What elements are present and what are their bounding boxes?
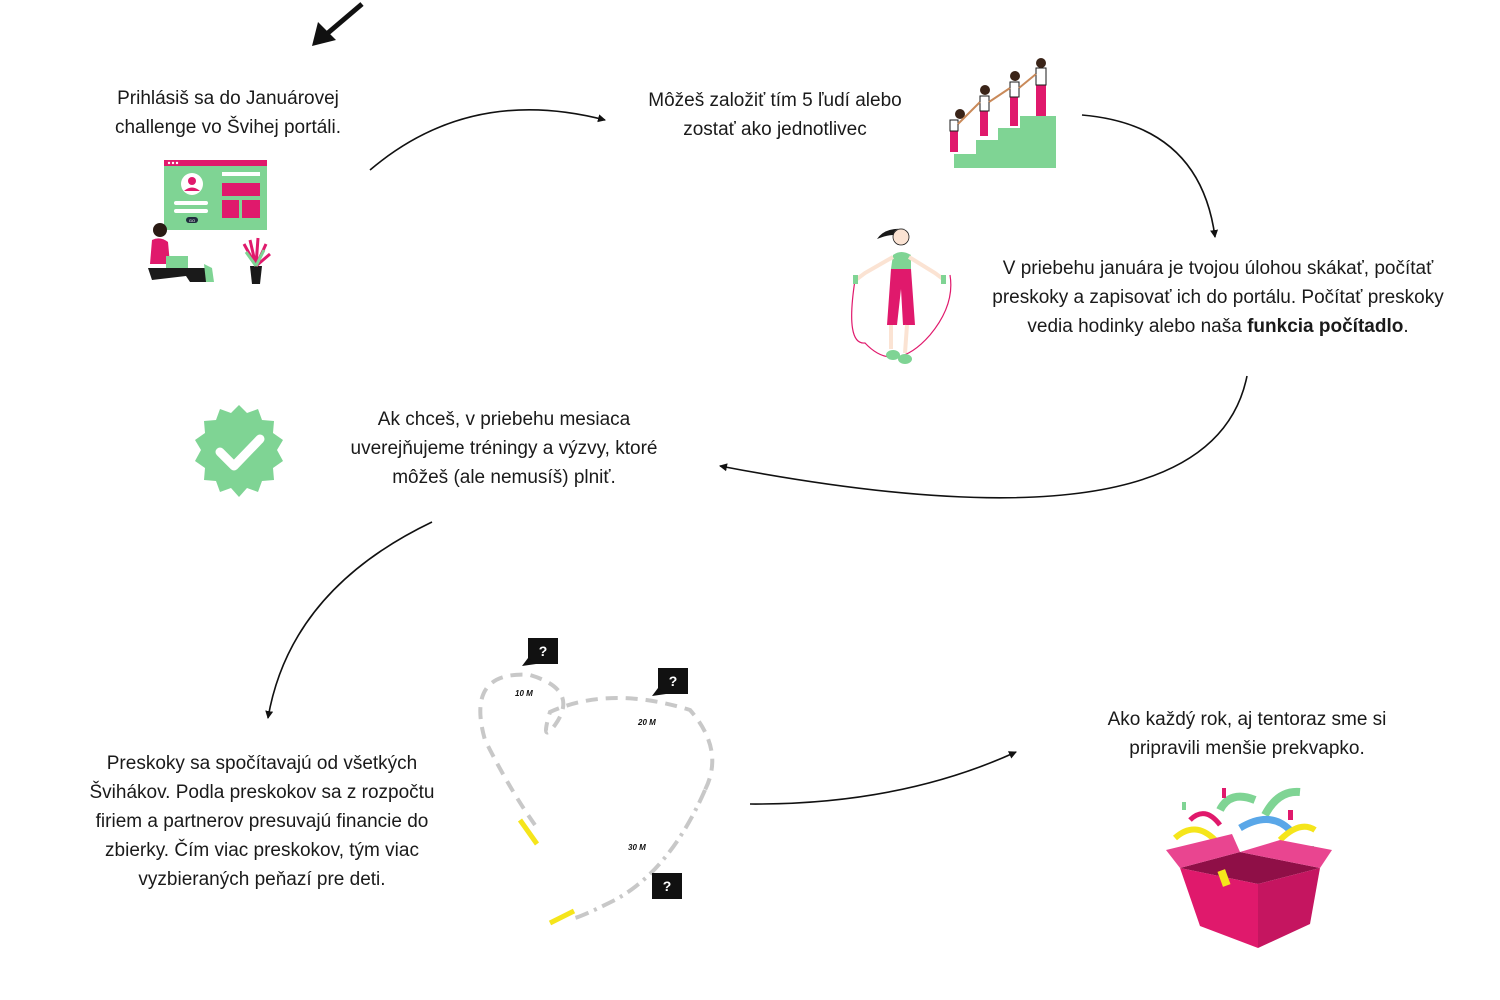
route-marker: 30 M xyxy=(628,843,646,852)
start-arrow xyxy=(312,2,364,46)
route-marker: 20 M xyxy=(637,718,656,727)
jump-rope-illustration xyxy=(851,228,952,364)
route-map-illustration: ? ? ? 10 M 20 M 30 M xyxy=(478,638,715,926)
arrow-team-to-jump xyxy=(1081,114,1219,238)
route-marker: 10 M xyxy=(515,689,533,698)
arrow-counting-to-surprise xyxy=(749,751,1017,805)
step-login-text: Prihlásiš sa do Januárovej challenge vo … xyxy=(114,88,342,138)
step-surprise-text: Ako každý rok, aj tentoraz sme si pripra… xyxy=(1107,709,1387,759)
step-counting-text: Preskoky sa spočítavajú od všetkých Švih… xyxy=(89,753,435,890)
step-team-text: Môžeš založiť tím 5 ľudí alebo zostať ak… xyxy=(648,90,902,140)
question-bubble: ? xyxy=(522,638,558,666)
team-stairs-illustration xyxy=(949,58,1056,168)
counter-feature-highlight: funkcia počítadlo xyxy=(1247,316,1404,337)
svg-text:?: ? xyxy=(669,673,678,689)
check-badge-icon xyxy=(195,405,283,497)
question-bubble: ? xyxy=(652,668,688,696)
svg-text:?: ? xyxy=(663,878,672,894)
question-bubble: ? xyxy=(652,873,682,899)
arrow-login-to-team xyxy=(369,108,606,171)
step-challenges-text: Ak chceš, v priebehu mesiaca uverejňujem… xyxy=(350,409,658,488)
arrow-jump-to-challenges xyxy=(719,375,1248,499)
arrow-challenges-to-counting xyxy=(265,521,433,719)
portal-login-illustration: GO xyxy=(148,160,271,284)
svg-text:?: ? xyxy=(539,643,548,659)
step-jump-text: V priebehu januára je tvojou úlohou skák… xyxy=(992,258,1444,337)
svg-text:GO: GO xyxy=(189,218,195,223)
surprise-gift-box-illustration xyxy=(1166,787,1332,948)
